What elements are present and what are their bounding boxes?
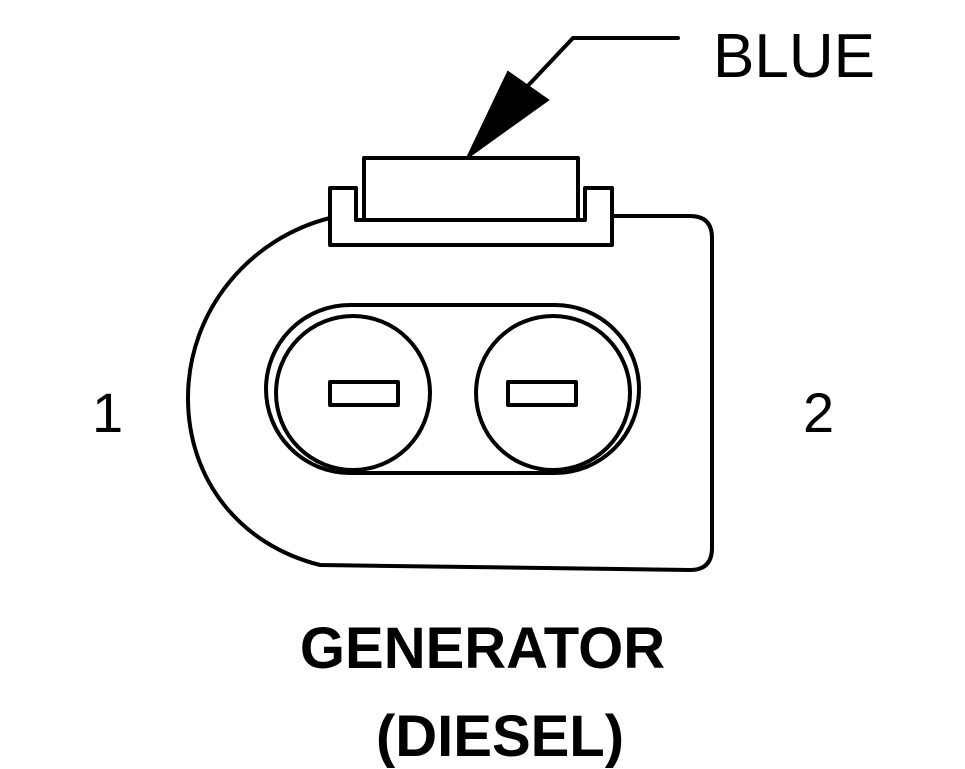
locking-tab-base <box>328 186 614 247</box>
leader-line <box>520 36 680 94</box>
pin-1-terminal <box>328 380 400 407</box>
pin-2-terminal <box>506 380 578 407</box>
pin-1-label: 1 <box>92 381 124 444</box>
pin-1-cavity <box>274 314 432 472</box>
connector-subtitle: (DIESEL) <box>375 704 625 769</box>
connector-title: GENERATOR <box>299 616 666 681</box>
connector-housing <box>186 214 714 572</box>
pin-2-cavity <box>474 314 632 472</box>
terminal-cavity-outline <box>264 303 641 475</box>
leader-arrowhead <box>466 70 550 159</box>
locking-tab-latch <box>362 156 580 222</box>
pin-2-label: 2 <box>803 381 835 444</box>
wire-color-label: BLUE <box>713 22 875 91</box>
